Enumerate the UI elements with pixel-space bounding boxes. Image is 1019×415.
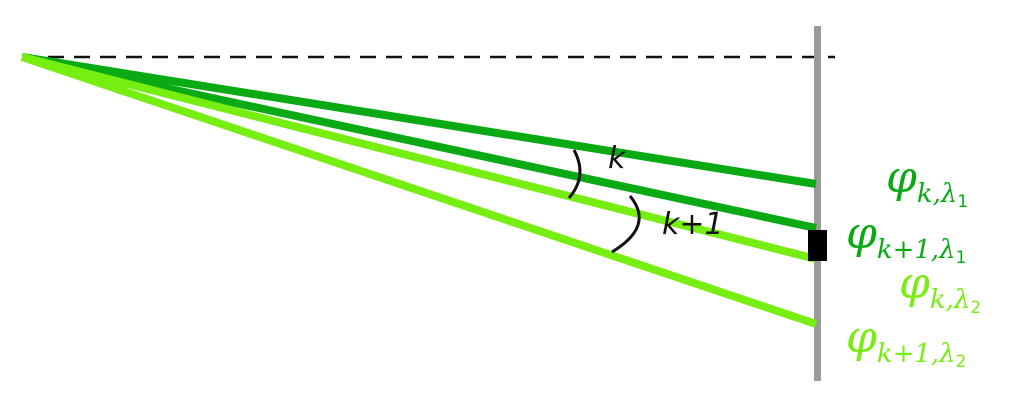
angle-label-k: k	[608, 141, 627, 176]
ray-k-lambda2	[21, 53, 817, 263]
label-phi-k-lambda1: φk,λ1	[886, 152, 968, 212]
label-phi-k1-lambda1: φk+1,λ1	[846, 208, 966, 268]
screen	[814, 26, 821, 381]
label-phi-k1-lambda2: φk+1,λ2	[846, 312, 966, 372]
ray-k1-lambda2	[20, 53, 818, 328]
angle-arc-k	[567, 149, 582, 199]
slit-marker	[808, 230, 827, 261]
ray-k1-lambda1	[21, 53, 817, 232]
angle-arc-k-plus-1	[611, 195, 641, 254]
ray-k-lambda1	[21, 53, 817, 188]
label-phi-k-lambda2: φk,λ2	[899, 258, 981, 318]
angle-label-k-plus-1: k+1	[662, 207, 724, 242]
